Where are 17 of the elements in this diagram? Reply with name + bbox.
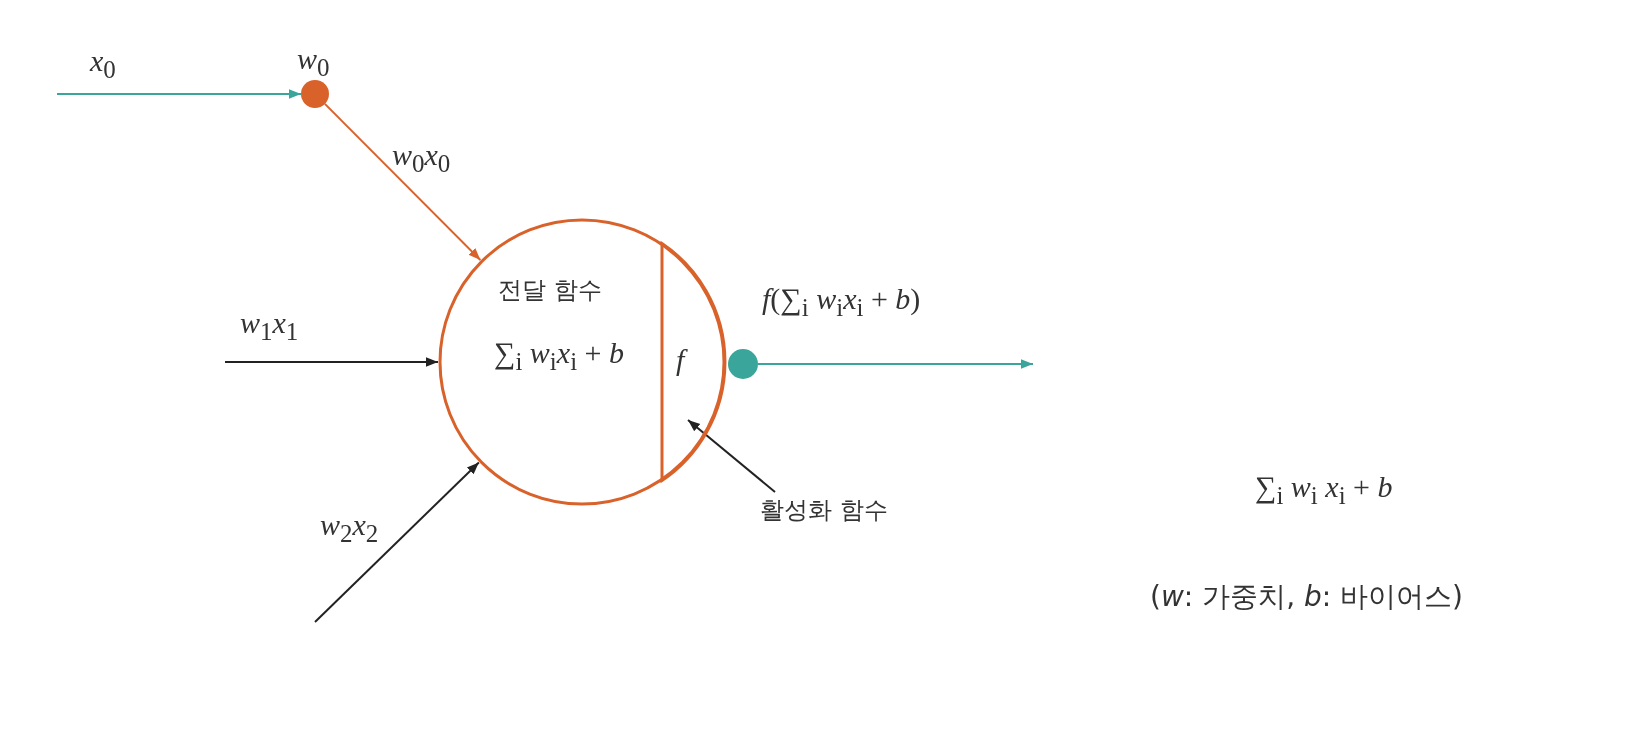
edge-label: w$_{1}$x$_{1}$ bbox=[240, 306, 299, 346]
edge-label: w$_{2}$x$_{2}$ bbox=[320, 508, 379, 548]
arrow bbox=[323, 102, 482, 261]
edge-label: w$_{0}$x$_{0}$ bbox=[392, 138, 451, 178]
formula-text: ∑$_{i}$ w$_{i}$x$_{i}$ + b bbox=[493, 336, 625, 376]
arrow bbox=[314, 461, 480, 623]
weight-label: w$_{0}$ bbox=[297, 42, 330, 82]
formula-text: ∑$_{i}$ w$_{i}$ x$_{i}$ + b bbox=[1255, 470, 1393, 510]
edge-label: f(∑$_{i}$ w$_{i}$x$_{i}$ + b) bbox=[762, 282, 921, 322]
arrow bbox=[224, 357, 439, 367]
arrow bbox=[56, 89, 302, 99]
leader-arrow bbox=[687, 419, 776, 493]
arrow bbox=[757, 359, 1034, 369]
edge-label: x$_{0}$ bbox=[90, 44, 116, 84]
annotation-text: 활성화 함수 bbox=[760, 495, 888, 526]
function-label: 전달 함수 bbox=[497, 275, 603, 306]
note-text: (w: 가중치, b: 바이어스) bbox=[1150, 579, 1464, 615]
